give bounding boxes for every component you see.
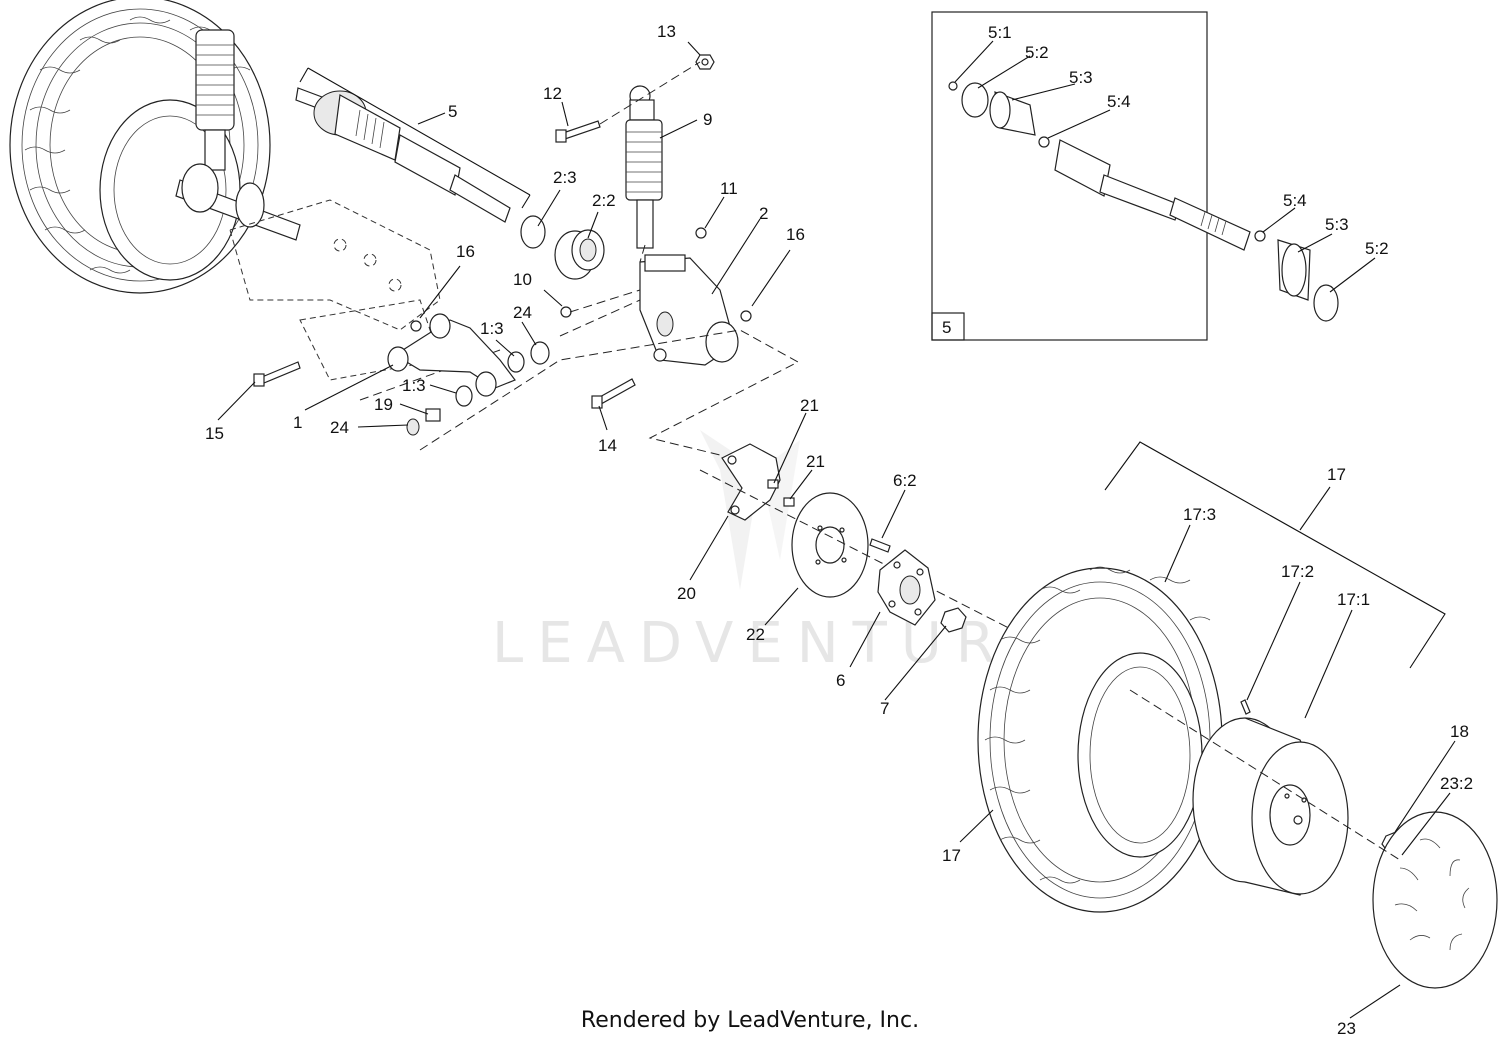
callout-1-3-upper: 1:3 bbox=[480, 319, 504, 338]
washer-part-24-upper bbox=[530, 341, 550, 365]
callout-17-bottom: 17 bbox=[942, 846, 961, 865]
callout-5-2-lower: 5:2 bbox=[1365, 239, 1389, 258]
bushing-part-19 bbox=[425, 408, 441, 422]
callout-2: 2 bbox=[759, 204, 768, 223]
axle-shaft-assembled bbox=[175, 163, 301, 241]
callout-5-2-upper: 5:2 bbox=[1025, 43, 1049, 62]
callout-17-1: 17:1 bbox=[1337, 590, 1370, 609]
callout-6: 6 bbox=[836, 671, 845, 690]
callout-1-3-lower: 1:3 bbox=[402, 376, 426, 395]
callout-12: 12 bbox=[543, 84, 562, 103]
callout-labels: 13 12 9 5 2:3 2:2 11 2 16 16 10 24 1:3 1… bbox=[205, 22, 1473, 1038]
rear-tire-assembly-left bbox=[9, 0, 271, 294]
stud-part-6-2 bbox=[869, 538, 891, 553]
callout-14: 14 bbox=[598, 436, 617, 455]
drive-axle-part-5 bbox=[295, 87, 511, 223]
callout-5-3-upper: 5:3 bbox=[1069, 68, 1093, 87]
bolt-part-21-b bbox=[783, 497, 795, 507]
callout-20: 20 bbox=[677, 584, 696, 603]
control-arm-part-1 bbox=[387, 313, 516, 397]
callout-15: 15 bbox=[205, 424, 224, 443]
callout-2-3: 2:3 bbox=[553, 168, 577, 187]
callout-24-upper: 24 bbox=[513, 303, 532, 322]
callout-23-2: 23:2 bbox=[1440, 774, 1473, 793]
shock-absorber-part-9 bbox=[625, 85, 663, 249]
callout-21-b: 21 bbox=[806, 452, 825, 471]
bolt-part-15 bbox=[253, 361, 301, 387]
callout-17-3: 17:3 bbox=[1183, 505, 1216, 524]
nut-part-11 bbox=[695, 227, 707, 239]
callout-17-2: 17:2 bbox=[1281, 562, 1314, 581]
brake-bracket-part-20 bbox=[721, 443, 781, 521]
callout-22: 22 bbox=[746, 625, 765, 644]
callout-5-4-lower: 5:4 bbox=[1283, 191, 1307, 210]
nut-part-16-left bbox=[410, 320, 422, 332]
brake-rotor-part-22 bbox=[791, 492, 869, 598]
nut-part-16-right bbox=[740, 310, 752, 322]
callout-1: 1 bbox=[293, 413, 302, 432]
bushing-part-1-3-upper bbox=[507, 351, 525, 373]
callout-2-2: 2:2 bbox=[592, 191, 616, 210]
callout-17-top: 17 bbox=[1327, 465, 1346, 484]
callout-5-4-upper: 5:4 bbox=[1107, 92, 1131, 111]
hubcap-part-23 bbox=[1372, 811, 1498, 989]
nut-part-10 bbox=[560, 306, 572, 318]
callout-16-right: 16 bbox=[786, 225, 805, 244]
detail-inset-frame bbox=[931, 11, 1208, 341]
bearing-part-2-2 bbox=[554, 229, 605, 280]
bolt-part-12 bbox=[555, 120, 601, 143]
footer-credit: Rendered by LeadVenture, Inc. bbox=[580, 1008, 920, 1033]
hub-nut-part-7 bbox=[940, 607, 967, 633]
bushing-part-1-3-lower bbox=[455, 385, 473, 407]
inset-label: 5 bbox=[942, 318, 951, 337]
inset-axle-exploded bbox=[948, 81, 1339, 322]
valve-stem-part-17-2 bbox=[1240, 699, 1251, 715]
callout-9: 9 bbox=[703, 110, 712, 129]
callout-19: 19 bbox=[374, 395, 393, 414]
callout-5-3-lower: 5:3 bbox=[1325, 215, 1349, 234]
watermark-text: LEADVENTURE bbox=[492, 611, 1058, 676]
callout-16-left: 16 bbox=[456, 242, 475, 261]
callout-7: 7 bbox=[880, 699, 889, 718]
wheel-rim-part-17-1 bbox=[1192, 717, 1349, 896]
wheel-hub-part-6 bbox=[877, 549, 936, 626]
bolt-part-14 bbox=[591, 378, 636, 409]
nut-part-13 bbox=[695, 54, 715, 70]
callout-10: 10 bbox=[513, 270, 532, 289]
callout-21-a: 21 bbox=[800, 396, 819, 415]
tire-part-17-3 bbox=[977, 566, 1223, 913]
bolt-part-21-a bbox=[767, 479, 779, 489]
callout-23: 23 bbox=[1337, 1019, 1356, 1038]
inset-label-box bbox=[931, 312, 965, 341]
callout-18: 18 bbox=[1450, 722, 1469, 741]
washer-part-24-lower bbox=[406, 418, 420, 436]
callout-5: 5 bbox=[448, 102, 457, 121]
shock-absorber-assembled bbox=[195, 29, 235, 171]
callout-6-2: 6:2 bbox=[893, 471, 917, 490]
callout-11: 11 bbox=[720, 179, 738, 198]
callout-13: 13 bbox=[657, 22, 676, 41]
callout-5-1: 5:1 bbox=[988, 23, 1012, 42]
knuckle-part-2 bbox=[639, 254, 739, 366]
callout-24-lower: 24 bbox=[330, 418, 349, 437]
leader-lines bbox=[217, 40, 1456, 1019]
